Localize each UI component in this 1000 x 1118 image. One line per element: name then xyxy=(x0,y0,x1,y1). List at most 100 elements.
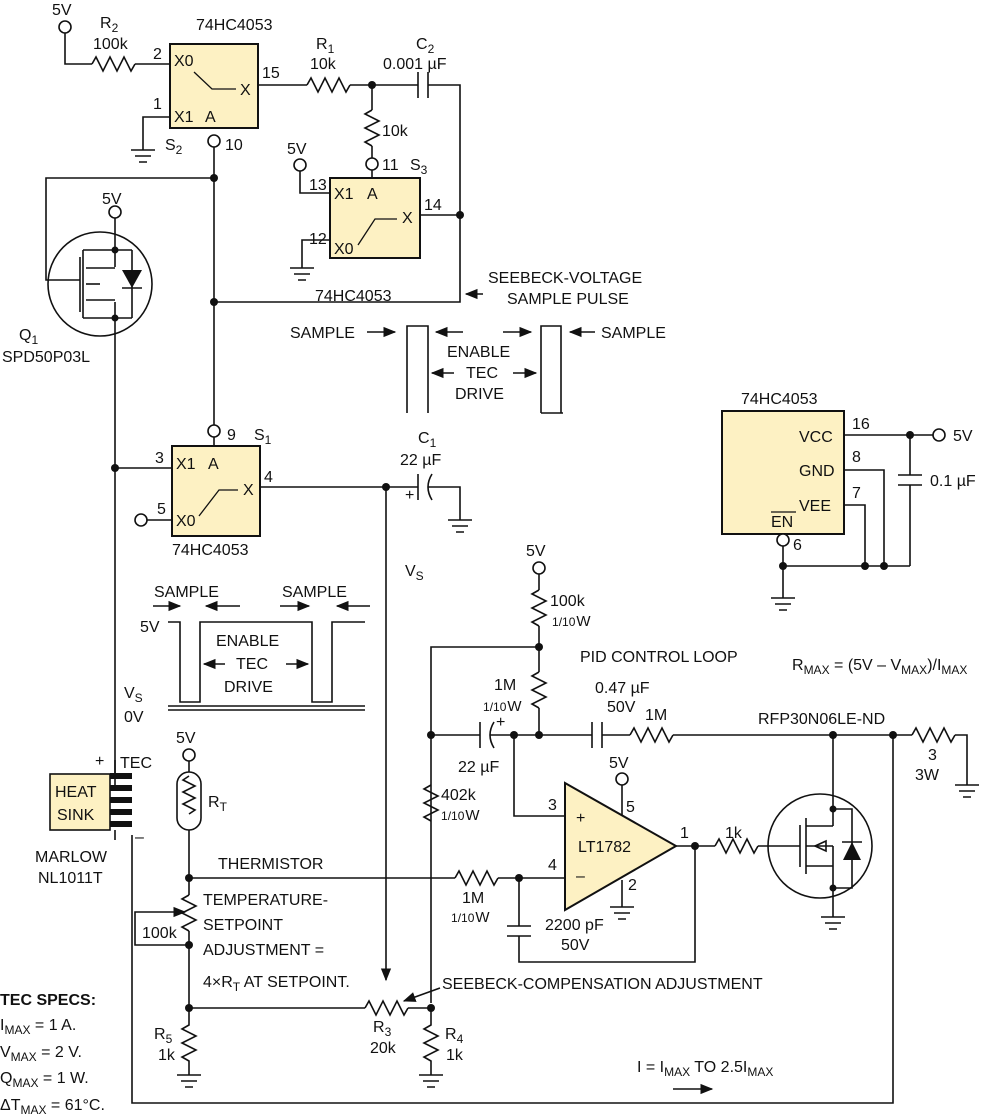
opamp-pin-vcc: 5 xyxy=(626,799,635,816)
timing2-tec: TEC xyxy=(236,656,268,673)
resistor-r4 xyxy=(419,1008,443,1088)
s3-pin-x1: 13 xyxy=(309,177,327,194)
rt-label: RT xyxy=(208,794,228,814)
current-label: I = IMAX TO 2.5IMAX xyxy=(637,1059,773,1079)
timing2-sample-right: SAMPLE xyxy=(282,584,347,601)
ground-s2 xyxy=(131,149,155,163)
svg-text:5V: 5V xyxy=(52,2,72,19)
c-2200-voltage: 50V xyxy=(561,937,590,954)
s2-x0-label: X0 xyxy=(174,53,194,70)
supply-terminal-pid: 5V xyxy=(526,543,546,575)
s1-pin-x1: 3 xyxy=(155,450,164,467)
resistor-r1 xyxy=(306,76,351,94)
resistor-1m-pid-b xyxy=(629,726,674,744)
tec-label: TEC xyxy=(120,755,152,772)
spec-imax: IMAX = 1 A. xyxy=(0,1017,76,1037)
r4-label: R4 xyxy=(445,1026,464,1046)
power-chip-pin-en-label: 6 xyxy=(793,537,802,554)
supply-terminal-rt: 5V xyxy=(176,730,196,762)
mosfet-q1 xyxy=(47,205,153,468)
r-pid-top-rating: 1/10W xyxy=(552,613,591,630)
c-047-value: 0.47 µF xyxy=(595,680,650,697)
s2-pin-x: 15 xyxy=(262,65,280,82)
c1-plus: + xyxy=(405,487,414,504)
ground-3w xyxy=(955,784,979,798)
switch-s3 xyxy=(329,177,421,259)
thermistor-label: THERMISTOR xyxy=(218,856,323,873)
power-chip-cap: 0.1 µF xyxy=(930,473,976,490)
s2-pin-x0: 2 xyxy=(153,46,162,63)
vs-label: VS xyxy=(405,563,424,583)
setpoint-line1: TEMPERATURE- xyxy=(203,892,328,909)
r3-label: R3 xyxy=(373,1019,392,1039)
s3-pin-x: 14 xyxy=(424,197,442,214)
r4-value: 1k xyxy=(446,1047,464,1064)
svg-text:5V: 5V xyxy=(609,755,629,772)
tec-heatsink-2: SINK xyxy=(57,807,95,824)
s1-name: S1 xyxy=(254,427,272,447)
power-chip-pin-vcc: 16 xyxy=(852,416,870,433)
resistor-r2 xyxy=(91,55,136,73)
resistor-r5 xyxy=(177,1008,201,1088)
q1-part: SPD50P03L xyxy=(2,349,90,366)
r2-value: 100k xyxy=(93,36,129,53)
power-chip-pin-gnd: 8 xyxy=(852,449,861,466)
s1-pin-x0 xyxy=(134,513,148,527)
s3-part: 74HC4053 xyxy=(315,288,392,305)
svg-text:5V: 5V xyxy=(176,730,196,747)
opamp-plus: + xyxy=(576,810,585,827)
r3-value: 20k xyxy=(370,1040,397,1057)
r-1m-in-value: 1M xyxy=(462,890,484,907)
s3-pin-a-label: 11 xyxy=(382,157,399,174)
power-chip-pin-vee: 7 xyxy=(852,485,861,502)
specs-title: TEC SPECS: xyxy=(0,992,96,1009)
r3w-power: 3W xyxy=(915,767,940,784)
resistor-100k-pid xyxy=(530,589,548,627)
s1-pin-x: 4 xyxy=(264,469,273,486)
s1-pin-x0-label: 5 xyxy=(157,501,166,518)
r-pid-top-value: 100k xyxy=(550,593,586,610)
resistor-402k xyxy=(422,784,440,822)
s3-a-label: A xyxy=(367,186,378,203)
power-chip-en: EN xyxy=(771,514,793,531)
resistor-10k-s3 xyxy=(363,109,381,147)
timing-diagram-top xyxy=(367,325,595,414)
r-10k-value: 10k xyxy=(382,123,409,140)
c-22-plus: + xyxy=(496,714,505,731)
q1-supply: 5V xyxy=(102,191,122,208)
s2-pin-x1: 1 xyxy=(153,96,162,113)
timing1-sample-right: SAMPLE xyxy=(601,325,666,342)
s2-part: 74HC4053 xyxy=(196,17,273,34)
ground-power-chip xyxy=(771,597,795,611)
c-2200-value: 2200 pF xyxy=(545,917,604,934)
setpoint-line3: ADJUSTMENT = xyxy=(203,942,324,959)
s2-a-label: A xyxy=(205,109,216,126)
supply-terminal-r2: 5V xyxy=(52,2,72,34)
s3-pin-a xyxy=(365,157,379,171)
s3-name: S3 xyxy=(410,157,428,177)
s1-x1-label: X1 xyxy=(176,456,196,473)
resistor-1k-gate xyxy=(714,837,759,855)
timing2-sample-left: SAMPLE xyxy=(154,584,219,601)
spec-dtmax: ΔTMAX = 61°C. xyxy=(0,1097,105,1117)
seebeck-adj-label: SEEBECK-COMPENSATION ADJUSTMENT xyxy=(442,976,763,993)
tec-minus: – xyxy=(135,829,144,846)
timing2-drive: DRIVE xyxy=(224,679,273,696)
resistor-1m-input xyxy=(454,869,499,887)
capacitor-c1 xyxy=(417,473,472,533)
c1-value: 22 µF xyxy=(400,452,441,469)
s3-x1-label: X1 xyxy=(334,186,354,203)
power-chip-pin-en xyxy=(776,533,790,547)
tec-module xyxy=(49,760,132,840)
opamp-pin-in-p: 3 xyxy=(548,797,557,814)
setpoint-line2: SETPOINT xyxy=(203,917,283,934)
setpoint-pot-100k xyxy=(134,894,198,1008)
r-pid-1m-b-value: 1M xyxy=(645,707,667,724)
opamp-part: LT1782 xyxy=(578,839,631,856)
timing2-vs: VS xyxy=(124,685,143,705)
timing1-drive: DRIVE xyxy=(455,386,504,403)
r-402k-rating: 1/10W xyxy=(441,807,480,824)
r1-label: R1 xyxy=(316,36,335,56)
rmax-formula: RMAX = (5V – VMAX)/IMAX xyxy=(792,657,967,677)
